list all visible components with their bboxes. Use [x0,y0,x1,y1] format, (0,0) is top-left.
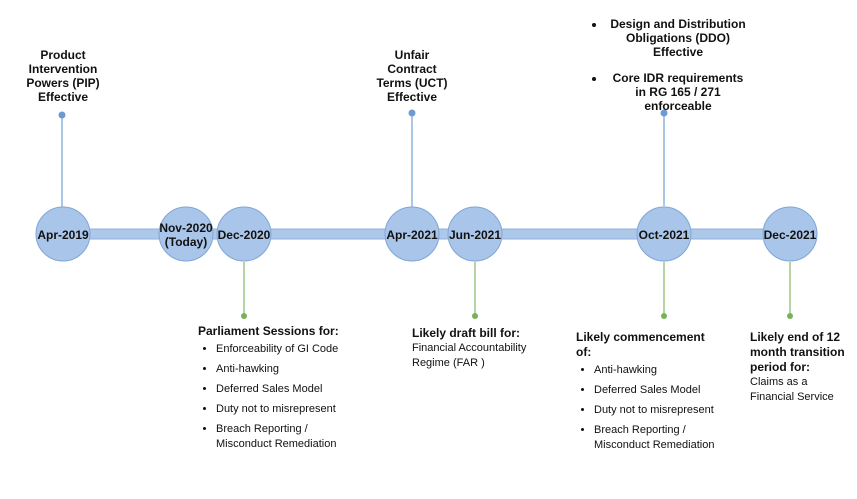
event-ddo: Design and Distribution Obligations (DDO… [590,17,750,125]
event-uct-line: Effective [386,90,438,104]
node-jun-2021 [447,206,503,262]
node-apr-2021 [384,206,440,262]
connector-bottom-parliament-dot [241,313,247,319]
connector-top-pip-dot [58,111,66,119]
event-uct-line: Unfair [394,48,430,62]
connector-bottom-far-dot [472,313,478,319]
list-item: Deferred Sales Model [216,382,363,397]
event-claims: Likely end of 12 month transition period… [750,330,850,405]
node-dec-2020 [216,206,272,262]
event-ddo-item: Design and Distribution Obligations (DDO… [606,17,750,59]
node-label-oct-2021: Oct-2021 [638,228,690,242]
node-label-nov-2020: Nov-2020 (Today) [159,221,212,249]
node-dec-2021 [762,206,818,262]
event-ddo-item: Core IDR requirements in RG 165 / 271 en… [606,71,750,113]
node-label-jun-2021: Jun-2021 [448,228,502,242]
connector-bottom-claims-dot [787,313,793,319]
list-item: Deferred Sales Model [594,383,716,398]
list-item: Anti-hawking [594,363,716,378]
list-item: Duty not to misrepresent [594,403,716,418]
node-label-dec-2021: Dec-2021 [763,228,817,242]
list-item: Breach Reporting / Misconduct Remediatio… [594,423,716,453]
node-label-apr-2021: Apr-2021 [386,228,438,242]
event-claims-title: Likely end of 12 month transition period… [750,330,845,374]
event-commencement-title: Likely commencement of: [576,330,705,359]
event-commencement: Likely commencement of: Anti-hawking Def… [576,330,716,458]
event-far: Likely draft bill for: Financial Account… [412,326,547,371]
list-item: Duty not to misrepresent [216,402,363,417]
event-uct-line: Contract [387,62,437,76]
event-parliament: Parliament Sessions for: Enforceability … [198,324,363,457]
event-pip-line: Powers (PIP) [26,76,100,90]
node-nov-2020 [158,206,214,262]
list-item: Anti-hawking [216,362,363,377]
node-oct-2021 [636,206,692,262]
event-far-title: Likely draft bill for: [412,326,521,340]
node-label-apr-2019: Apr-2019 [37,228,89,242]
event-far-body: Financial Accountability Regime (FAR ) [412,342,527,369]
list-item: Breach Reporting / Misconduct Remediatio… [216,422,363,452]
node-label-nov-2020-line1: Nov-2020 [159,221,213,235]
event-pip-line: Intervention [28,62,98,76]
node-label-nov-2020-line2: (Today) [164,235,208,249]
event-parliament-title: Parliament Sessions for: [198,324,339,338]
event-uct-line: Terms (UCT) [376,76,448,90]
connector-top-uct-dot [408,109,416,117]
event-pip: Product Intervention Powers (PIP) Effect… [22,48,104,104]
event-parliament-list: Enforceability of GI Code Anti-hawking D… [198,342,363,452]
event-pip-line: Effective [37,90,89,104]
list-item: Enforceability of GI Code [216,342,363,357]
node-apr-2019 [35,206,91,262]
node-label-dec-2020: Dec-2020 [217,228,271,242]
event-ddo-list: Design and Distribution Obligations (DDO… [590,17,750,113]
event-uct: Unfair Contract Terms (UCT) Effective [370,48,454,104]
connector-bottom-commencement-dot [661,313,667,319]
connector-top-ddo-dot [660,109,668,117]
event-pip-line: Product [40,48,86,62]
event-commencement-list: Anti-hawking Deferred Sales Model Duty n… [576,363,716,453]
event-claims-body: Claims as a Financial Service [750,376,834,403]
